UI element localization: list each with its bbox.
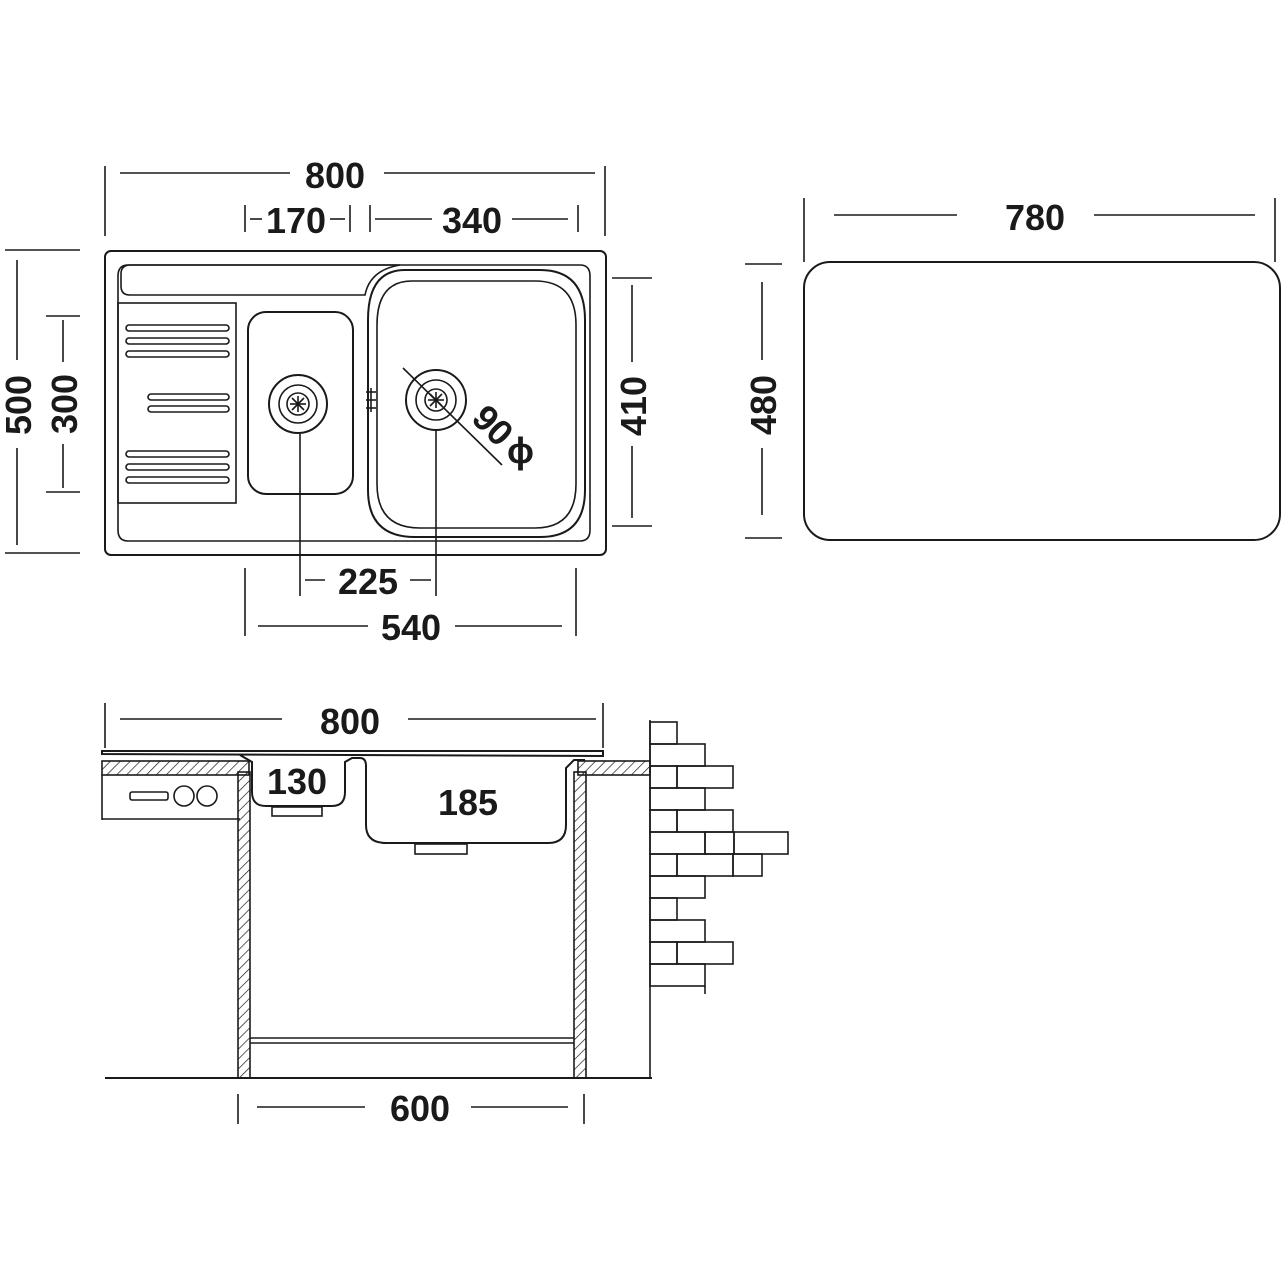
dim-small-bowl-width: 170 — [244, 200, 351, 241]
sink-inner-rim-outline — [117, 264, 591, 542]
appliance-knob-1 — [173, 785, 195, 807]
appliance-display — [129, 791, 169, 801]
dim-cabinet-width: 600 — [237, 1088, 585, 1129]
diameter-symbol: ϕ — [507, 430, 534, 471]
dim-overall-width: 800 — [104, 155, 606, 236]
drainer-ribs-top — [125, 324, 230, 358]
countertop-right — [577, 760, 651, 776]
large-bowl-inner — [376, 280, 577, 529]
appliance-knob-2 — [196, 785, 218, 807]
dim-small-bowl-depth-label: 130 — [267, 761, 327, 802]
cutout-outline — [803, 261, 1281, 541]
dim-small-bowl-width-label: 170 — [266, 200, 326, 241]
dim-cutout-depth: 480 — [743, 263, 784, 539]
dim-drain-diameter: 90 ϕ — [461, 394, 534, 471]
dim-large-bowl-depth: 410 — [612, 277, 654, 527]
dim-bowls-width-label: 540 — [381, 607, 441, 648]
large-bowl-profile — [365, 759, 585, 844]
large-bowl-drain-outlet — [414, 843, 468, 855]
dim-large-bowl-depth-label: 185 — [438, 782, 498, 823]
dim-drainer-depth-label: 300 — [44, 374, 85, 434]
dim-large-bowl-width: 340 — [369, 200, 579, 241]
dim-drainer-depth: 300 — [44, 315, 85, 493]
dim-large-bowl-width-label: 340 — [442, 200, 502, 241]
dim-cabinet-width-label: 600 — [390, 1088, 450, 1129]
countertop-left — [101, 760, 250, 776]
brick-wall — [649, 720, 789, 1078]
cutout-view: 780 480 — [743, 197, 1281, 541]
dim-cutout-depth-label: 480 — [743, 375, 784, 435]
small-bowl-drain — [268, 374, 328, 434]
dim-side-overall-width-label: 800 — [320, 701, 380, 742]
sink-inner-rim — [120, 264, 401, 296]
cabinet-wall-right — [573, 771, 587, 1079]
dim-drain-spacing: 225 — [299, 431, 437, 602]
small-bowl-drain-outlet — [271, 806, 323, 817]
overflow-slot — [366, 388, 376, 412]
small-bowl-profile — [239, 754, 367, 820]
sink-flange — [101, 750, 604, 758]
drain-diameter-leader — [402, 367, 503, 466]
side-view: 800 — [101, 701, 789, 1129]
drainer-ribs-middle — [147, 393, 230, 413]
top-view: 800 170 340 500 — [0, 155, 654, 648]
dim-cutout-width: 780 — [803, 197, 1276, 262]
dim-side-overall-width: 800 — [104, 701, 604, 748]
dim-overall-width-label: 800 — [305, 155, 365, 196]
dim-overall-depth: 500 — [0, 249, 80, 554]
dim-cutout-width-label: 780 — [1005, 197, 1065, 238]
dim-bowls-width: 540 — [244, 568, 577, 648]
dim-drain-spacing-label: 225 — [338, 561, 398, 602]
dim-overall-depth-label: 500 — [0, 375, 39, 435]
dim-large-bowl-depth-label: 410 — [613, 376, 654, 436]
large-bowl-outer — [367, 269, 586, 538]
sink-outer-outline — [104, 250, 607, 556]
drainer-area — [117, 302, 237, 504]
drainer-ribs-bottom — [125, 450, 230, 484]
cabinet-wall-left — [237, 771, 251, 1079]
